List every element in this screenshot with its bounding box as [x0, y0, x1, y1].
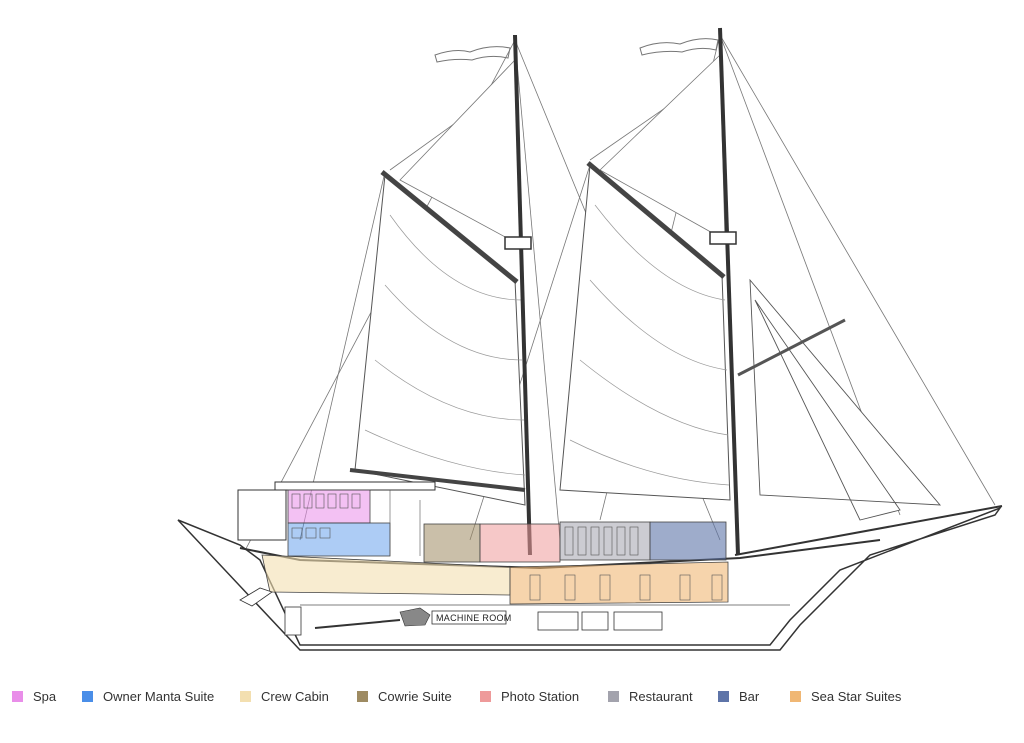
- legend-swatch: [357, 690, 368, 702]
- aft-mast: [513, 34, 532, 556]
- legend-label: Restaurant: [629, 688, 693, 704]
- upper-roof: [274, 481, 436, 491]
- legend-swatch: [608, 690, 619, 702]
- legend-item-owner-manta-suite: Owner Manta Suite: [82, 684, 214, 708]
- machine-room-box: [431, 610, 507, 625]
- rudder: [284, 606, 302, 636]
- lower-compartment: [613, 611, 663, 631]
- legend-label: Bar: [739, 688, 760, 704]
- spar: [737, 318, 846, 377]
- owner-manta-suite-area: [287, 522, 391, 557]
- legend: Spa Owner Manta Suite Crew Cabin Cowrie …: [0, 684, 1024, 714]
- legend-item-spa: Spa: [12, 684, 56, 708]
- legend-item-sea-star-suites: Sea Star Suites: [790, 684, 901, 708]
- bowsprit: [734, 505, 1003, 556]
- aft-flag: [434, 46, 511, 63]
- aft-boom: [349, 468, 526, 492]
- sail-seams: [569, 204, 730, 486]
- fore-flag: [639, 38, 719, 56]
- aft-crows-nest: [504, 236, 532, 250]
- restaurant-area: [559, 521, 651, 561]
- ship-cross-section-diagram: MACHINE ROOM: [177, 27, 1003, 651]
- fore-gaff: [586, 161, 726, 279]
- fore-mast: [718, 27, 740, 556]
- legend-swatch: [240, 690, 251, 702]
- machine-room-label: MACHINE ROOM: [436, 613, 512, 623]
- legend-swatch: [790, 690, 801, 702]
- legend-swatch: [82, 690, 93, 702]
- legend-item-cowrie-suite: Cowrie Suite: [357, 684, 452, 708]
- legend-label: Spa: [33, 688, 57, 704]
- legend-label: Crew Cabin: [261, 688, 329, 704]
- spa-area: [287, 489, 371, 524]
- legend-item-photo-station: Photo Station: [480, 684, 579, 708]
- legend-label: Cowrie Suite: [378, 688, 452, 704]
- photo-station-area: [479, 523, 561, 563]
- sea-star-suites-area: [509, 561, 729, 605]
- interior-details: [291, 490, 723, 601]
- jib-sails: [749, 278, 942, 521]
- bar-area: [649, 521, 727, 561]
- sail-seams: [364, 214, 526, 476]
- legend-swatch: [480, 690, 491, 702]
- stern-house: [237, 489, 287, 541]
- cowrie-suite-area: [423, 523, 481, 563]
- legend-item-bar: Bar: [718, 684, 759, 708]
- engine-icon: [399, 607, 431, 627]
- lower-compartment: [537, 611, 579, 631]
- aft-fin: [239, 587, 273, 607]
- propeller-shaft: [314, 619, 401, 629]
- legend-item-crew-cabin: Crew Cabin: [240, 684, 329, 708]
- fore-crows-nest: [709, 231, 737, 245]
- legend-swatch: [12, 690, 23, 702]
- legend-label: Sea Star Suites: [811, 688, 902, 704]
- lower-compartment: [581, 611, 609, 631]
- aft-gaff: [380, 170, 519, 284]
- legend-item-restaurant: Restaurant: [608, 684, 693, 708]
- legend-label: Photo Station: [501, 688, 580, 704]
- legend-label: Owner Manta Suite: [103, 688, 215, 704]
- legend-swatch: [718, 690, 729, 702]
